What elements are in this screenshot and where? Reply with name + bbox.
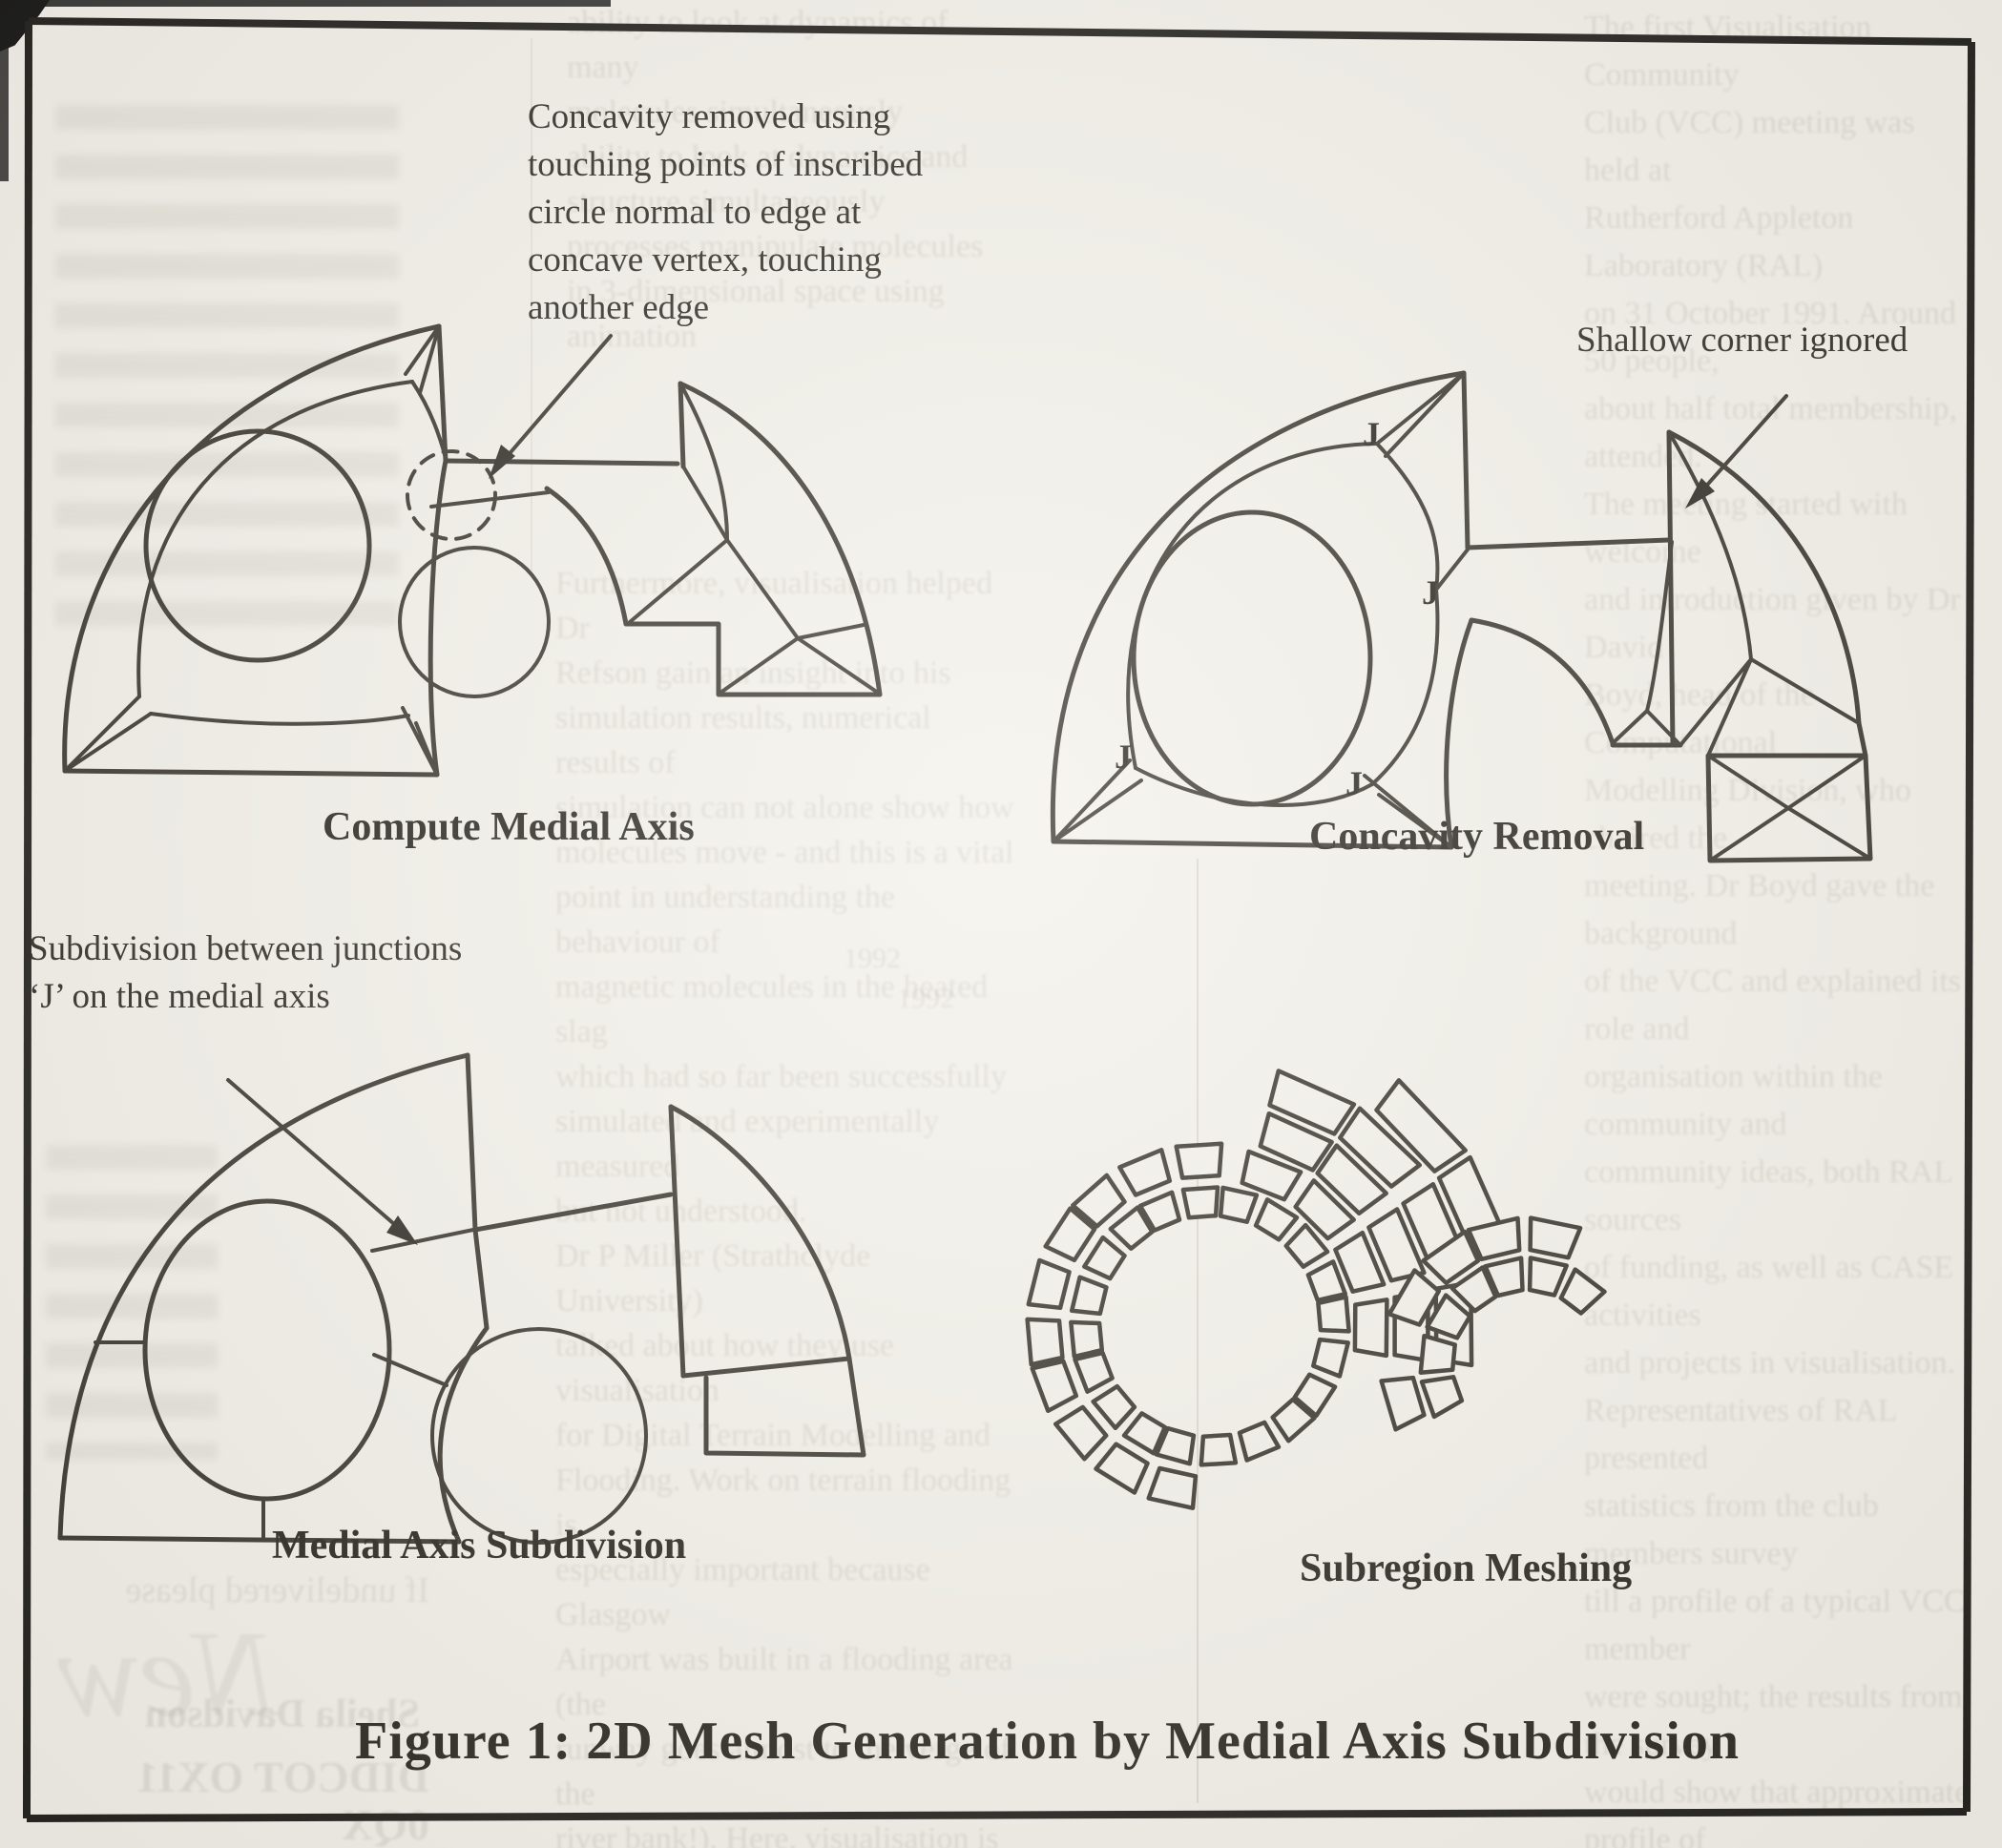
- bleed-text-middle-top: ability to look at dynamics of many mole…: [567, 5, 984, 354]
- label-subregion-meshing: Subregion Meshing: [1300, 1547, 1633, 1590]
- touching-circle: [398, 546, 551, 698]
- scan-artifact-left-edge: [0, 0, 9, 181]
- panel-medial-axis-subdivision-drawing: [57, 1052, 866, 1545]
- panel-subregion-meshing-drawing: [1025, 1069, 1607, 1510]
- bleed-year-fragment-2: 1992: [897, 983, 954, 1014]
- shallow-corner-arrow: [1685, 394, 1788, 509]
- bleed-year-fragment: 1992: [844, 943, 901, 974]
- junction-label-j: J: [1345, 764, 1363, 802]
- bleed-smudge-left-lower: [46, 1145, 218, 1460]
- subdivision-note-arrow: [226, 1078, 418, 1245]
- figure-caption: Figure 1: 2D Mesh Generation by Medial A…: [355, 1712, 1740, 1771]
- removal-circle: [430, 1327, 648, 1545]
- column-rule-right: [1197, 859, 1199, 1803]
- junction-label-j: J: [1422, 573, 1439, 612]
- panel-concavity-removal-drawing: [1050, 370, 1873, 863]
- scan-artifact-top-edge: [0, 0, 611, 7]
- concavity-note-arrow: [489, 334, 613, 479]
- bleed-text-middle-column: Furthermore, visualisation helped Dr Ref…: [555, 566, 1014, 1848]
- column-rule-left: [531, 38, 532, 572]
- panel-compute-medial-axis-drawing: [62, 323, 883, 778]
- inscribed-circle-dashed: [406, 449, 497, 541]
- concavity-note: Concavity removed using touching points …: [528, 97, 924, 327]
- figure-border: [23, 17, 1975, 1822]
- label-compute-medial-axis: Compute Medial Axis: [323, 805, 695, 849]
- shallow-corner-note: Shallow corner ignored: [1576, 321, 1908, 360]
- bleed-smudge-left-column: [55, 105, 399, 639]
- junction-label-j: J: [1115, 737, 1132, 776]
- label-concavity-removal: Concavity Removal: [1309, 815, 1645, 859]
- subdivision-note: Subdivision between junctions ‘J’ on the…: [29, 929, 463, 1016]
- junction-label-j: J: [1363, 415, 1380, 453]
- label-medial-axis-subdivision: Medial Axis Subdivision: [272, 1524, 687, 1568]
